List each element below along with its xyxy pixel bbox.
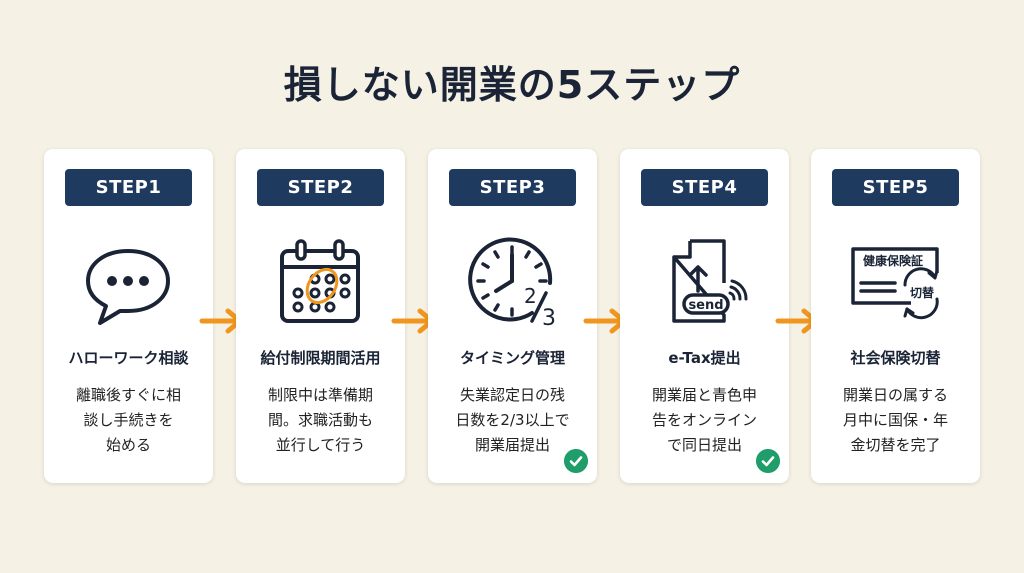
step-card-2: STEP2 給付制限期間活用 制限中は準備期 間。求職活動も 並行して行う	[236, 149, 405, 483]
step-title: e-Tax提出	[668, 349, 741, 367]
desc-line: 開業届と青色申	[651, 386, 757, 404]
step-badge: STEP4	[641, 169, 768, 206]
card-label: 健康保険証	[863, 253, 923, 268]
desc-line: 金切替を完了	[850, 436, 941, 454]
step-description: 失業認定日の残 日数を2/3以上で 開業届提出	[438, 383, 587, 458]
step-badge: STEP5	[832, 169, 959, 206]
desc-line: 制限中は準備期	[267, 386, 373, 404]
page-title: 損しない開業の5ステップ	[283, 63, 741, 107]
desc-line: 開業日の属する	[842, 386, 948, 404]
step-description: 開業届と青色申 告をオンライン で同日提出	[630, 383, 779, 458]
step-badge: STEP3	[449, 169, 576, 206]
send-label: send	[688, 298, 723, 313]
desc-line: 離職後すぐに相	[75, 386, 181, 404]
step-card-3: STEP3 2 3 タイミング管理 失業認定日の残 日数を2/3以上で 開業届提…	[428, 149, 597, 483]
step-title: タイミング管理	[459, 349, 565, 367]
desc-line: 月中に国保・年	[842, 411, 948, 429]
step-badge: STEP1	[65, 169, 192, 206]
step-description: 制限中は準備期 間。求職活動も 並行して行う	[246, 383, 395, 458]
step-description: 開業日の属する 月中に国保・年 金切替を完了	[821, 383, 970, 458]
desc-line: 並行して行う	[275, 436, 366, 454]
desc-line: 始める	[105, 436, 151, 454]
step-description: 離職後すぐに相 談し手続きを 始める	[54, 383, 203, 458]
step-card-5: STEP5 健康保険証 切替 社会保険切替 開業日の属する 月中に国保・年 金切…	[811, 149, 980, 483]
check-icon	[564, 449, 588, 473]
step-title: 給付制限期間活用	[260, 349, 381, 367]
insurance-card-icon: 健康保険証 切替	[851, 247, 939, 320]
desc-line: 日数を2/3以上で	[455, 411, 570, 429]
step-title: 社会保険切替	[850, 349, 941, 367]
desc-line: 告をオンライン	[651, 411, 757, 429]
calendar-icon	[280, 239, 360, 323]
check-icon	[756, 449, 780, 473]
fraction-denominator: 3	[542, 306, 556, 331]
document-send-icon: send	[672, 239, 748, 323]
clock-icon: 2 3	[468, 237, 556, 331]
speech-bubble-icon	[86, 249, 170, 325]
desc-line: 失業認定日の残	[459, 386, 565, 404]
desc-line: 開業届提出	[474, 436, 550, 454]
fraction-numerator: 2	[524, 284, 537, 308]
step-title: ハローワーク相談	[68, 349, 189, 367]
desc-line: 間。求職活動も	[267, 411, 373, 429]
step-card-4: STEP4 send e-Tax提出 開業届と青色申 告をオンライン で同日提出	[620, 149, 789, 483]
step-badge: STEP2	[257, 169, 384, 206]
desc-line: 談し手続きを	[83, 411, 174, 429]
switch-label: 切替	[910, 285, 935, 300]
step-card-1: STEP1 ハローワーク相談 離職後すぐに相 談し手続きを 始める	[44, 149, 213, 483]
desc-line: で同日提出	[666, 436, 742, 454]
